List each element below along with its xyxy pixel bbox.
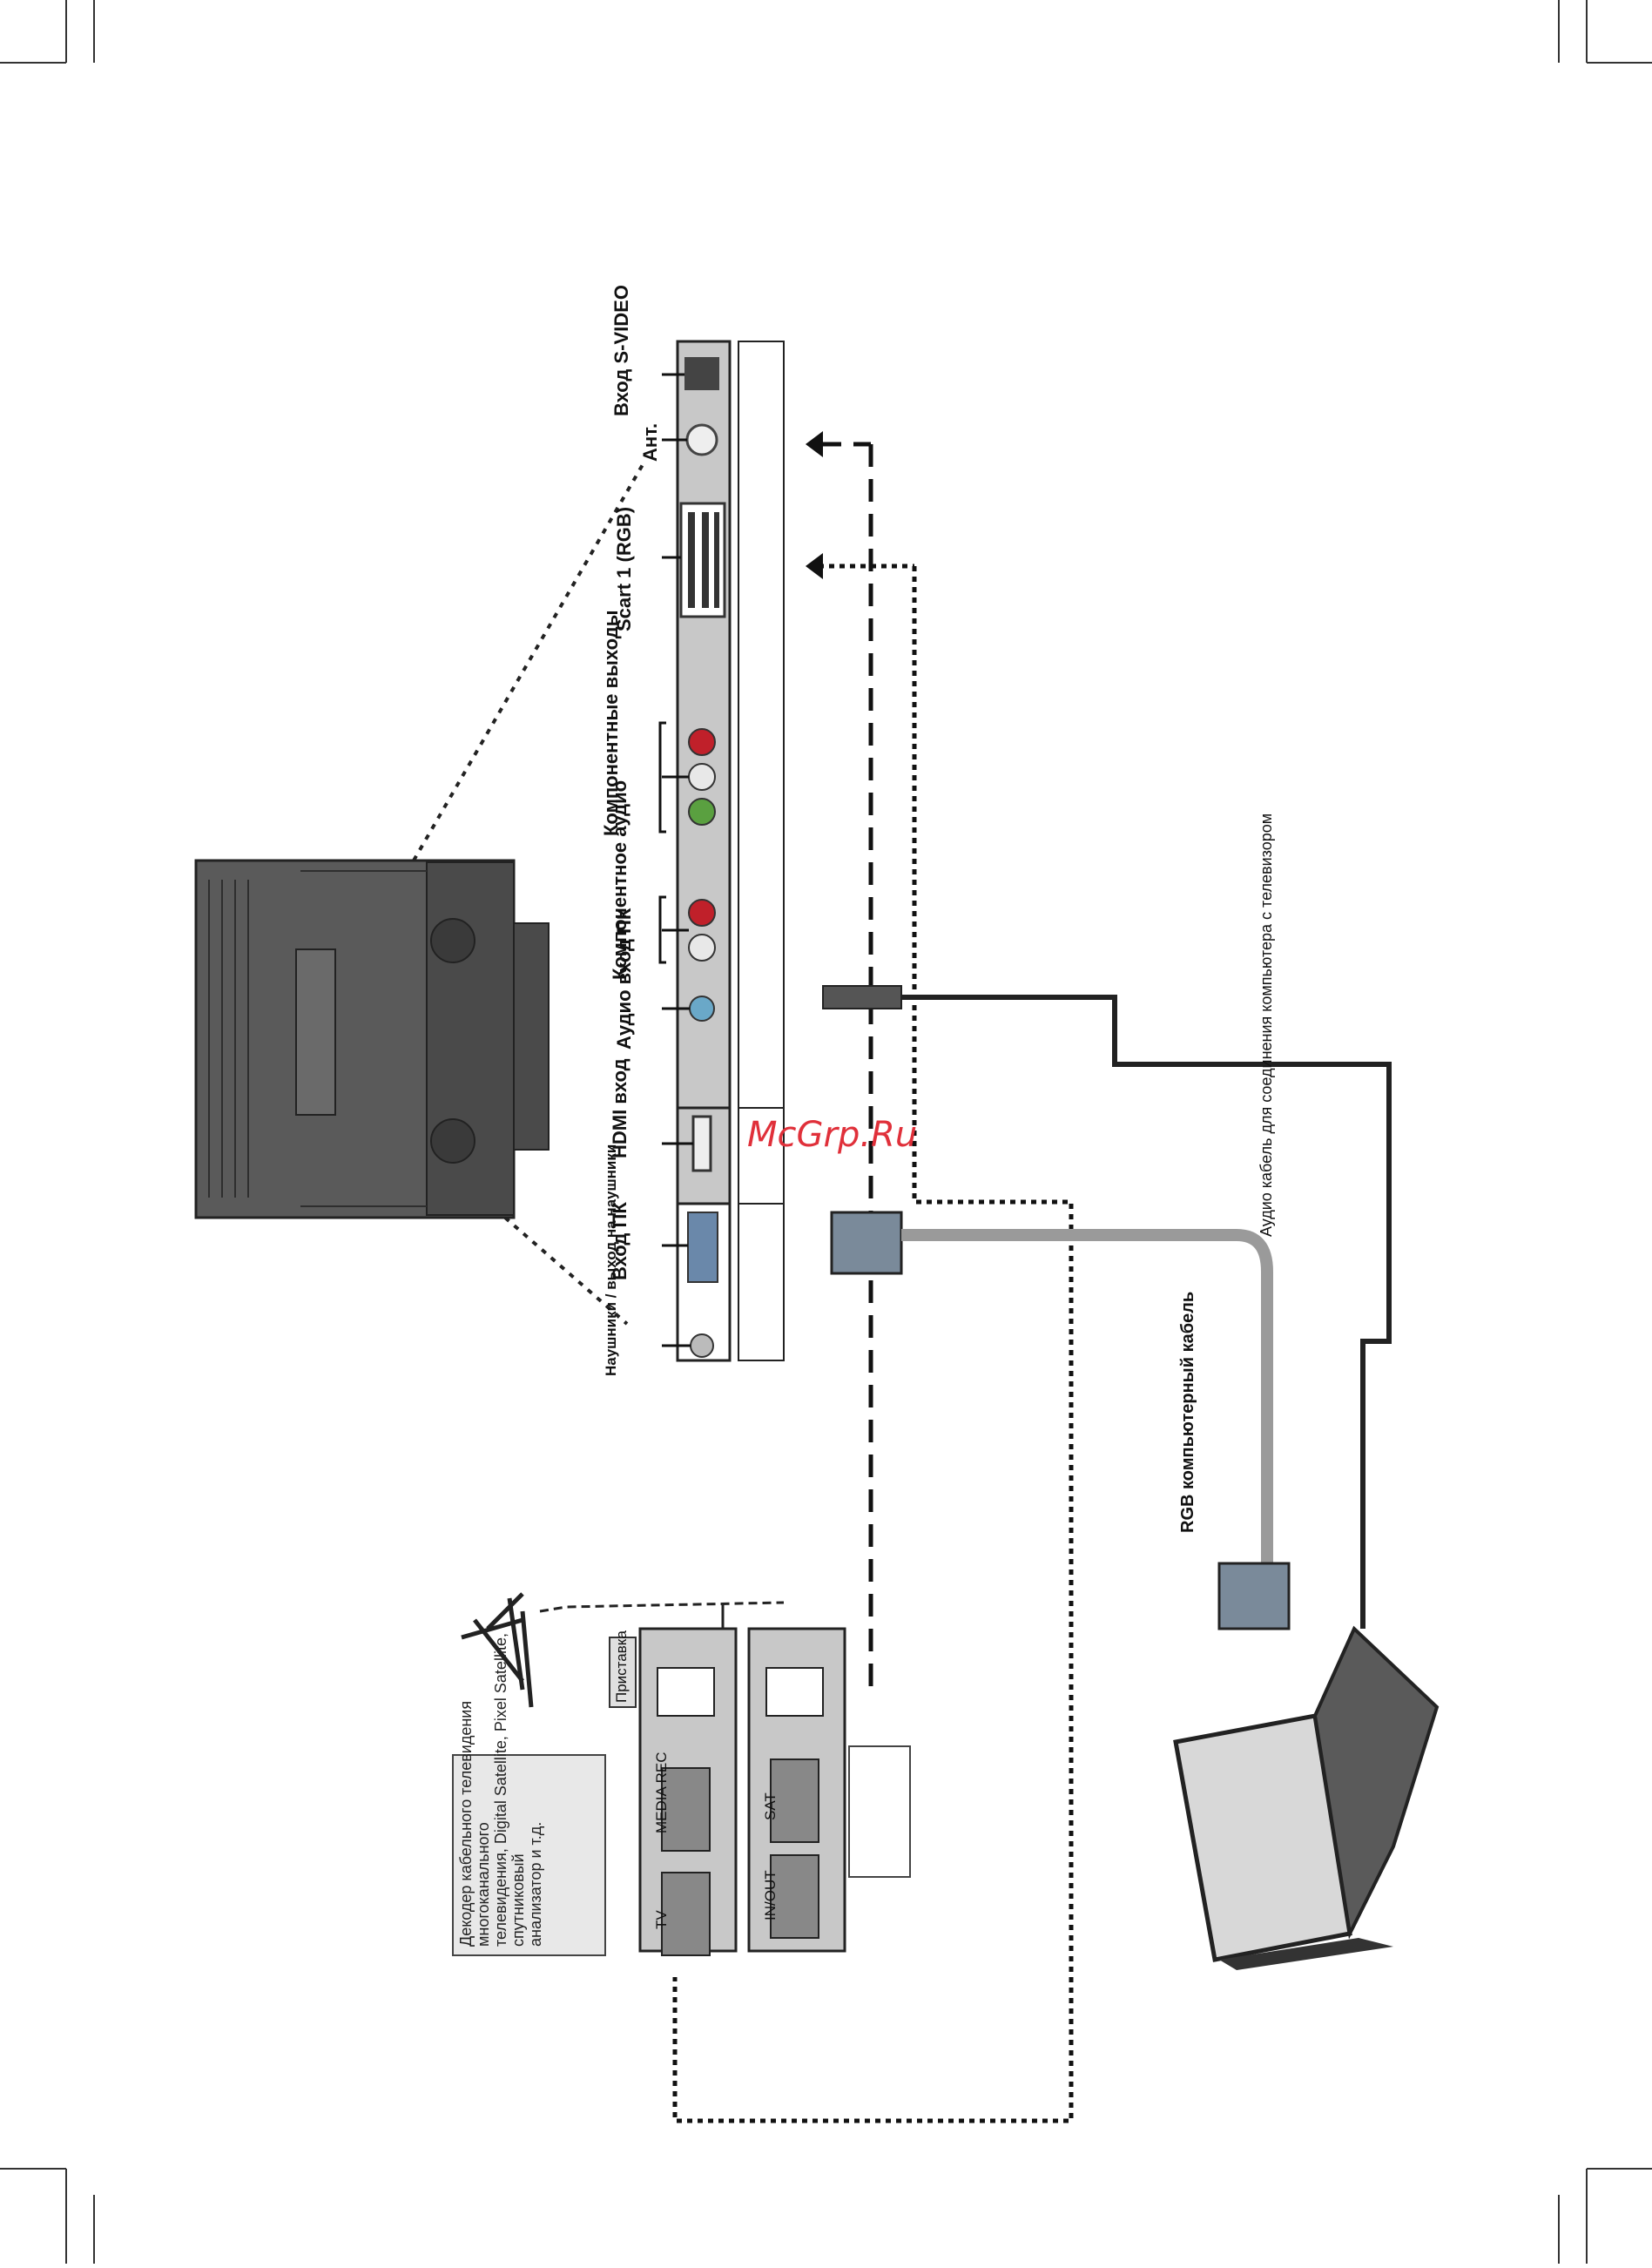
label-rgb-cable: RGB компьютерный кабель (1178, 1291, 1197, 1533)
rgb-cable (830, 1211, 1291, 1630)
receiver-top-media: MEDIA REC (653, 1752, 670, 1833)
label-svideo: Вход S-VIDEO (610, 285, 632, 416)
note-box-text: Декодер кабельного телевидения многокана… (457, 1633, 544, 1947)
label-audio-cable: Аудио кабель для соединения компьютера с… (1258, 813, 1275, 1237)
label-antenna: Ант. (639, 422, 661, 462)
receiver-note-box (848, 1745, 911, 1878)
receiver-bottom-inout: IN/OUT (762, 1870, 779, 1920)
audio-cable (822, 985, 1392, 1629)
laptop (1173, 1625, 1440, 1970)
zoom-lines (412, 460, 646, 1326)
receiver-bottom (747, 1627, 846, 1953)
peripheral-label-box (609, 1637, 637, 1708)
receiver-top (638, 1627, 738, 1956)
receiver-bottom-sat: SAT (762, 1792, 779, 1820)
tv-back-view (194, 859, 550, 1219)
label-headphones: Наушники / выход на наушники (603, 1144, 619, 1376)
receiver-top-tv: TV (653, 1910, 670, 1929)
label-peripheral: Приставка (613, 1630, 630, 1703)
note-box (452, 1754, 606, 1956)
watermark: McGrp.Ru (747, 1115, 918, 1155)
connector-panel (658, 340, 785, 1362)
label-audio-pc: Аудио вход ПК (613, 908, 635, 1050)
